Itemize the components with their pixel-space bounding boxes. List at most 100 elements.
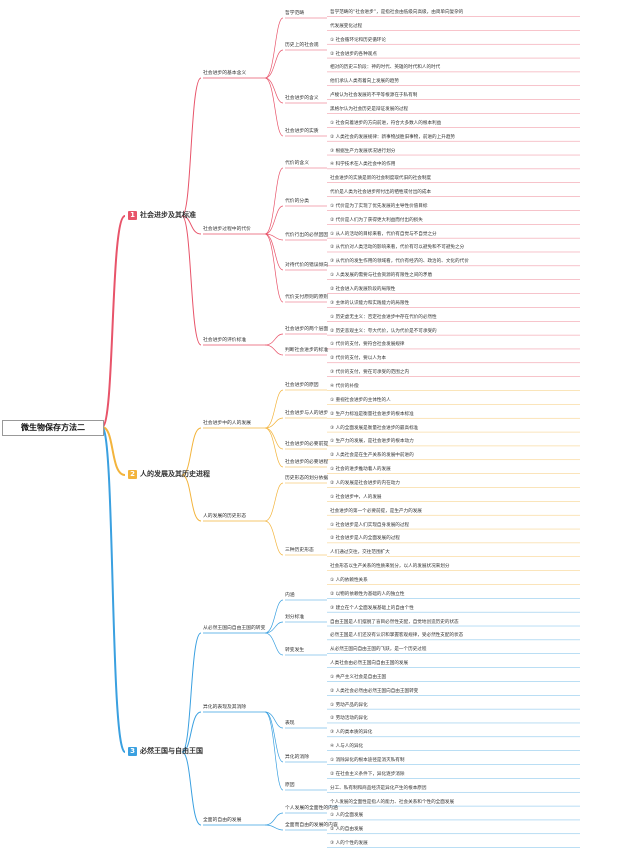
root-node: 微生物保存方法二 xyxy=(2,420,104,436)
connector-line xyxy=(264,621,284,634)
note-text: 自由王国是人们摆脱了盲目必然性支配，自觉地创造历史的状态 xyxy=(330,619,459,625)
connector-line xyxy=(181,427,202,476)
note-text: ② 生产力标准是衡量社会进步的根本标准 xyxy=(330,411,414,417)
connector-line xyxy=(181,215,202,346)
connector-line xyxy=(181,632,202,753)
note-text: 相对的历史三阶段：神的时代、英雄的时代和人的时代 xyxy=(330,65,441,71)
connector-line xyxy=(101,426,126,476)
section-2-number: 2 xyxy=(128,470,137,479)
note-text: 哲学范畴的“社会进步”，是指社会由低级向高级，由简单向复杂的 xyxy=(330,10,464,15)
note-text: 黑格尔认为社会历史是辩证发展的过程 xyxy=(330,106,409,112)
branch-label: 全面的自由的发展 xyxy=(203,818,242,823)
connector-line xyxy=(264,205,284,235)
sub-branch-label: 个人发展的全面性的内涵 xyxy=(285,806,338,811)
section-3-number: 3 xyxy=(128,747,137,756)
branch-label: 社会进步的基本含义 xyxy=(203,71,247,76)
note-text: ① 代价是为了实现了优先发展的主导性价值目标 xyxy=(330,203,428,209)
sub-branch-label: 代价的分类 xyxy=(285,199,309,204)
note-text: ① 历史虚无主义：否定社会进步中存在代价的必然性 xyxy=(330,314,437,320)
connector-line xyxy=(264,77,284,104)
note-text: ② 以物的依赖性为基础的人的独立性 xyxy=(330,591,405,597)
branch-label: 社会进步中的人的发展 xyxy=(203,421,251,426)
sub-branch-label: 表现 xyxy=(285,721,295,726)
note-text: ② 代价的支付，要以人为本 xyxy=(330,356,387,362)
connector-line xyxy=(264,344,284,356)
branch-label: 人的发展的历史形态 xyxy=(203,514,247,519)
connector-line xyxy=(264,417,284,429)
sub-branch-label: 内涵 xyxy=(285,593,295,598)
sub-branch-label: 社会进步的两个层面 xyxy=(285,327,329,332)
sub-branch-label: 对待代价的错误倾向 xyxy=(285,263,329,268)
connector-line xyxy=(264,520,284,556)
connector-line xyxy=(181,77,202,217)
note-text: ① 消除异化的根本途径是消灭私有制 xyxy=(330,758,405,764)
section-1-number: 1 xyxy=(128,211,137,220)
note-text: 个人发展的全面性是指人的能力、社会关系和个性的全面发展 xyxy=(330,799,455,805)
note-text: 他们承认人类有着向上发展的趋势 xyxy=(330,79,399,85)
note-text: ③ 建立在个人全面发展基础上的自由个性 xyxy=(330,605,414,611)
note-text: ① 共产主义社会是自由王国 xyxy=(330,674,387,680)
note-text: ③ 根据生产力发展状况进行划分 xyxy=(330,148,396,154)
note-text: 社会进步的实质是新的社会制度取代旧的社会制度 xyxy=(330,176,432,182)
connector-line xyxy=(264,167,284,235)
note-text: 从必然王国向自由王国的飞跃，是一个历史过程 xyxy=(330,647,427,653)
branch-label: 异化的表现及其消除 xyxy=(203,705,247,710)
note-text: 代价是人类为社会进步所付出的牺牲或付出的成本 xyxy=(330,190,432,196)
note-text: 分工、私有制和商品经济是异化产生的根本原因 xyxy=(330,785,427,791)
connector-line xyxy=(264,233,284,241)
note-text: ③ 人的类本质的异化 xyxy=(330,730,373,736)
connector-line xyxy=(264,389,284,429)
connector-line xyxy=(264,482,284,522)
note-text: ② 从代价对人类活动的影响来看，代价有可以避免和不可避免之分 xyxy=(330,245,465,251)
note-text: ② 劳动活动的异化 xyxy=(330,716,368,722)
note-text: 卢梭认为社会发展的不平等根源在于私有制 xyxy=(330,93,418,99)
note-text: ① 社会的进步推动着人的发展 xyxy=(330,467,391,473)
sub-branch-label: 社会进步的必要前提 xyxy=(285,442,329,447)
note-text: ② 代价是人们为了获得更大利益而付出的损失 xyxy=(330,217,423,223)
section-3-title: 必然王国与自由王国 xyxy=(140,747,203,755)
sub-branch-label: 历史上的社会观 xyxy=(285,43,319,48)
note-text: 社会进步的第一个必要前提，是生产力的发展 xyxy=(330,508,422,514)
sub-branch-label: 社会进步的原因 xyxy=(285,383,319,388)
note-text: ③ 代价的支付，要在可承受的范围之内 xyxy=(330,370,410,376)
connector-line xyxy=(101,426,126,753)
sub-branch-label: 哲学范畴 xyxy=(285,11,305,16)
note-text: ② 在社会主义条件下，异化逐步消除 xyxy=(330,771,405,777)
connector-line xyxy=(264,427,284,468)
note-text: ① 劳动产品的异化 xyxy=(330,702,368,708)
note-text: ① 人类发展的需要与社会资源的有限性之间的矛盾 xyxy=(330,273,433,279)
note-text: 必然王国是人们还没有认识和掌握客观规律，受必然性支配的状态 xyxy=(330,633,464,639)
sub-branch-label: 异化的消除 xyxy=(285,755,309,760)
sub-branch-label: 代价支付原则的原则 xyxy=(285,295,329,300)
sub-branch-label: 社会进步的含义 xyxy=(285,96,319,101)
branch-label: 社会进步过程中的代价 xyxy=(203,227,251,232)
connector-line xyxy=(264,599,284,634)
sub-branch-label: 转变发生 xyxy=(285,648,305,653)
connector-line xyxy=(181,711,202,753)
note-text: 人类社会由必然王国向自由王国的发展 xyxy=(330,661,409,667)
note-text: ③ 从代价的发生作用的领域看，代价有经济的、政治的、文化的代价 xyxy=(330,259,469,265)
sub-branch-label: 社会进步的实质 xyxy=(285,129,319,134)
connector-line xyxy=(264,333,284,346)
connector-line xyxy=(264,711,284,791)
note-text: 人们通过交往，交往范围扩大 xyxy=(330,550,390,556)
connector-line xyxy=(264,824,284,831)
note-text: ① 重视社会进步的主体性的人 xyxy=(330,397,391,403)
sub-branch-label: 社会进步的必要进程 xyxy=(285,460,329,465)
sub-branch-label: 划分标准 xyxy=(285,615,305,620)
sub-branch-label: 社会进步与人的进步 xyxy=(285,411,329,416)
connector-line xyxy=(264,233,284,303)
connector-line xyxy=(181,474,202,522)
section-1-title: 社会进步及其标准 xyxy=(140,211,196,219)
connector-line xyxy=(264,812,284,826)
note-text: ② 人类社会是在生产关系的发展中前进的 xyxy=(330,453,414,459)
connector-line xyxy=(264,632,284,656)
sub-branch-label: 代价的含义 xyxy=(285,161,309,166)
note-text: ③ 主体的认识能力和实践能力的局限性 xyxy=(330,300,410,306)
sub-branch-label: 原因 xyxy=(285,783,295,788)
note-text: 社会形态以生产关系的性质来划分，以人的发展状况来划分 xyxy=(330,564,450,570)
